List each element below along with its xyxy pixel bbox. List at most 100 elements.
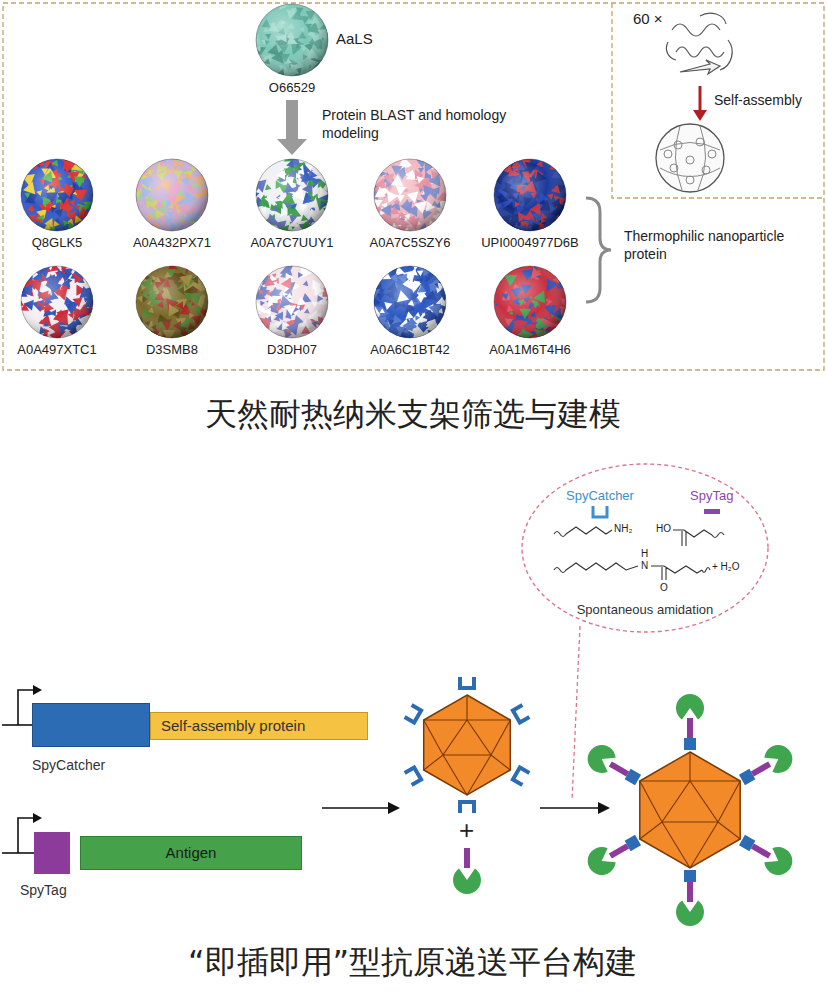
sphere-figure xyxy=(134,157,210,233)
sphere-name: AaLS xyxy=(336,30,373,47)
sphere-shade xyxy=(256,4,328,76)
chem-atom: N xyxy=(641,560,648,573)
attached-antigen xyxy=(735,828,797,880)
sphere-texture xyxy=(254,264,330,339)
sphere-shade xyxy=(136,159,208,231)
pore xyxy=(664,150,672,158)
sphere-outline xyxy=(374,159,446,231)
gene-block: Antigen xyxy=(80,836,302,870)
sphere-outline xyxy=(136,266,208,338)
nanoparticle xyxy=(405,677,530,813)
arrow-shaft xyxy=(286,100,298,139)
sphere-base xyxy=(374,266,446,338)
antigen-icon xyxy=(676,694,704,719)
sphere-texture xyxy=(494,157,568,233)
gene-block: Self-assembly protein xyxy=(150,712,368,740)
tag-symbol xyxy=(704,509,720,514)
gene-name: SpyCatcher xyxy=(32,757,105,773)
accession-id: D3DH07 xyxy=(252,342,332,357)
icosahedron xyxy=(424,695,511,795)
accession-id: A0A497XTC1 xyxy=(14,342,100,357)
arrow-head xyxy=(33,813,42,823)
reaction-name: Spontaneous amidation xyxy=(520,602,770,617)
sphere-texture xyxy=(372,264,448,340)
accession-id: D3SMB8 xyxy=(132,342,212,357)
sphere-base xyxy=(494,159,566,231)
sphere-figure xyxy=(19,264,95,340)
callout-line xyxy=(572,626,580,800)
chem-structure xyxy=(554,527,724,580)
accession-id: A0A6C1BT42 xyxy=(367,342,453,357)
antigen-icon xyxy=(453,869,481,894)
panel-caption: 天然耐热纳米支架筛选与建模 xyxy=(205,394,621,434)
spytag-bar xyxy=(751,843,771,858)
sphere-base xyxy=(21,159,93,231)
pore xyxy=(686,176,694,184)
pore xyxy=(686,156,694,164)
attached-antigen xyxy=(583,828,645,880)
sphere-node: A0A432PX71 xyxy=(130,157,215,253)
sphere-base xyxy=(256,266,328,338)
spytag-bar xyxy=(609,761,629,776)
dna-line xyxy=(2,724,32,726)
chem-group: NH₂ xyxy=(614,523,632,536)
sphere-base xyxy=(256,159,328,231)
gene-rect xyxy=(32,703,150,747)
sphere-outline xyxy=(374,266,446,338)
spytag-bar xyxy=(687,882,693,902)
sphere-base xyxy=(136,159,208,231)
icosahedron-edges xyxy=(640,752,740,868)
gene-rect xyxy=(34,832,70,874)
pore xyxy=(708,150,716,158)
strand xyxy=(680,60,720,74)
catcher xyxy=(513,767,530,785)
catcher-symbol xyxy=(593,506,607,517)
protein-name: SpyCatcher xyxy=(566,488,634,503)
loop xyxy=(666,42,676,60)
arrow-head xyxy=(33,685,42,695)
antigen-icon xyxy=(761,843,797,880)
sphere-outline xyxy=(494,159,566,231)
antigen-icon xyxy=(583,740,619,777)
panel-border xyxy=(3,3,824,370)
gene-block: SpyTag xyxy=(20,832,70,900)
catcher xyxy=(405,767,422,785)
accession-id: UPI0004977D6B xyxy=(478,235,582,250)
group-label: Thermophilic nanoparticle protein xyxy=(624,228,814,263)
cage-outline xyxy=(656,124,724,192)
helix xyxy=(672,24,720,36)
squiggle xyxy=(712,533,724,538)
sphere-base xyxy=(21,266,93,338)
sphere-figure xyxy=(492,157,568,233)
spytag-bar xyxy=(464,848,470,868)
arrow-head xyxy=(388,802,400,814)
gene-name: Antigen xyxy=(81,837,301,869)
icosahedron xyxy=(640,752,740,868)
process-arrow xyxy=(540,807,600,809)
helix xyxy=(676,47,724,57)
accession-id: O66529 xyxy=(254,80,330,95)
accession-id: Q8GLK5 xyxy=(17,235,97,250)
catcher xyxy=(405,705,422,723)
sphere-base xyxy=(494,266,566,338)
tag-name: SpyTag xyxy=(690,488,733,503)
inset-border xyxy=(612,3,824,198)
sphere-texture xyxy=(495,264,568,340)
sphere-texture xyxy=(19,157,93,233)
spytag-bar xyxy=(609,843,629,858)
sphere-outline xyxy=(256,266,328,338)
accession-id: A0A7C5SZY6 xyxy=(367,235,454,250)
cage-figure xyxy=(656,124,724,192)
pore xyxy=(696,138,704,146)
squiggle xyxy=(554,532,566,537)
sphere-node: AaLS O66529 xyxy=(254,2,377,98)
sphere-shade xyxy=(21,159,93,231)
sphere-outline xyxy=(21,266,93,338)
chain xyxy=(651,566,702,580)
cage-mesh xyxy=(660,126,720,190)
gene-block: SpyCatcher xyxy=(32,703,150,775)
chem-atom: H xyxy=(641,548,648,561)
chem-product: + H₂O xyxy=(712,561,740,574)
antigen-icon xyxy=(676,901,704,926)
sphere-node: Q8GLK5 xyxy=(17,157,97,253)
